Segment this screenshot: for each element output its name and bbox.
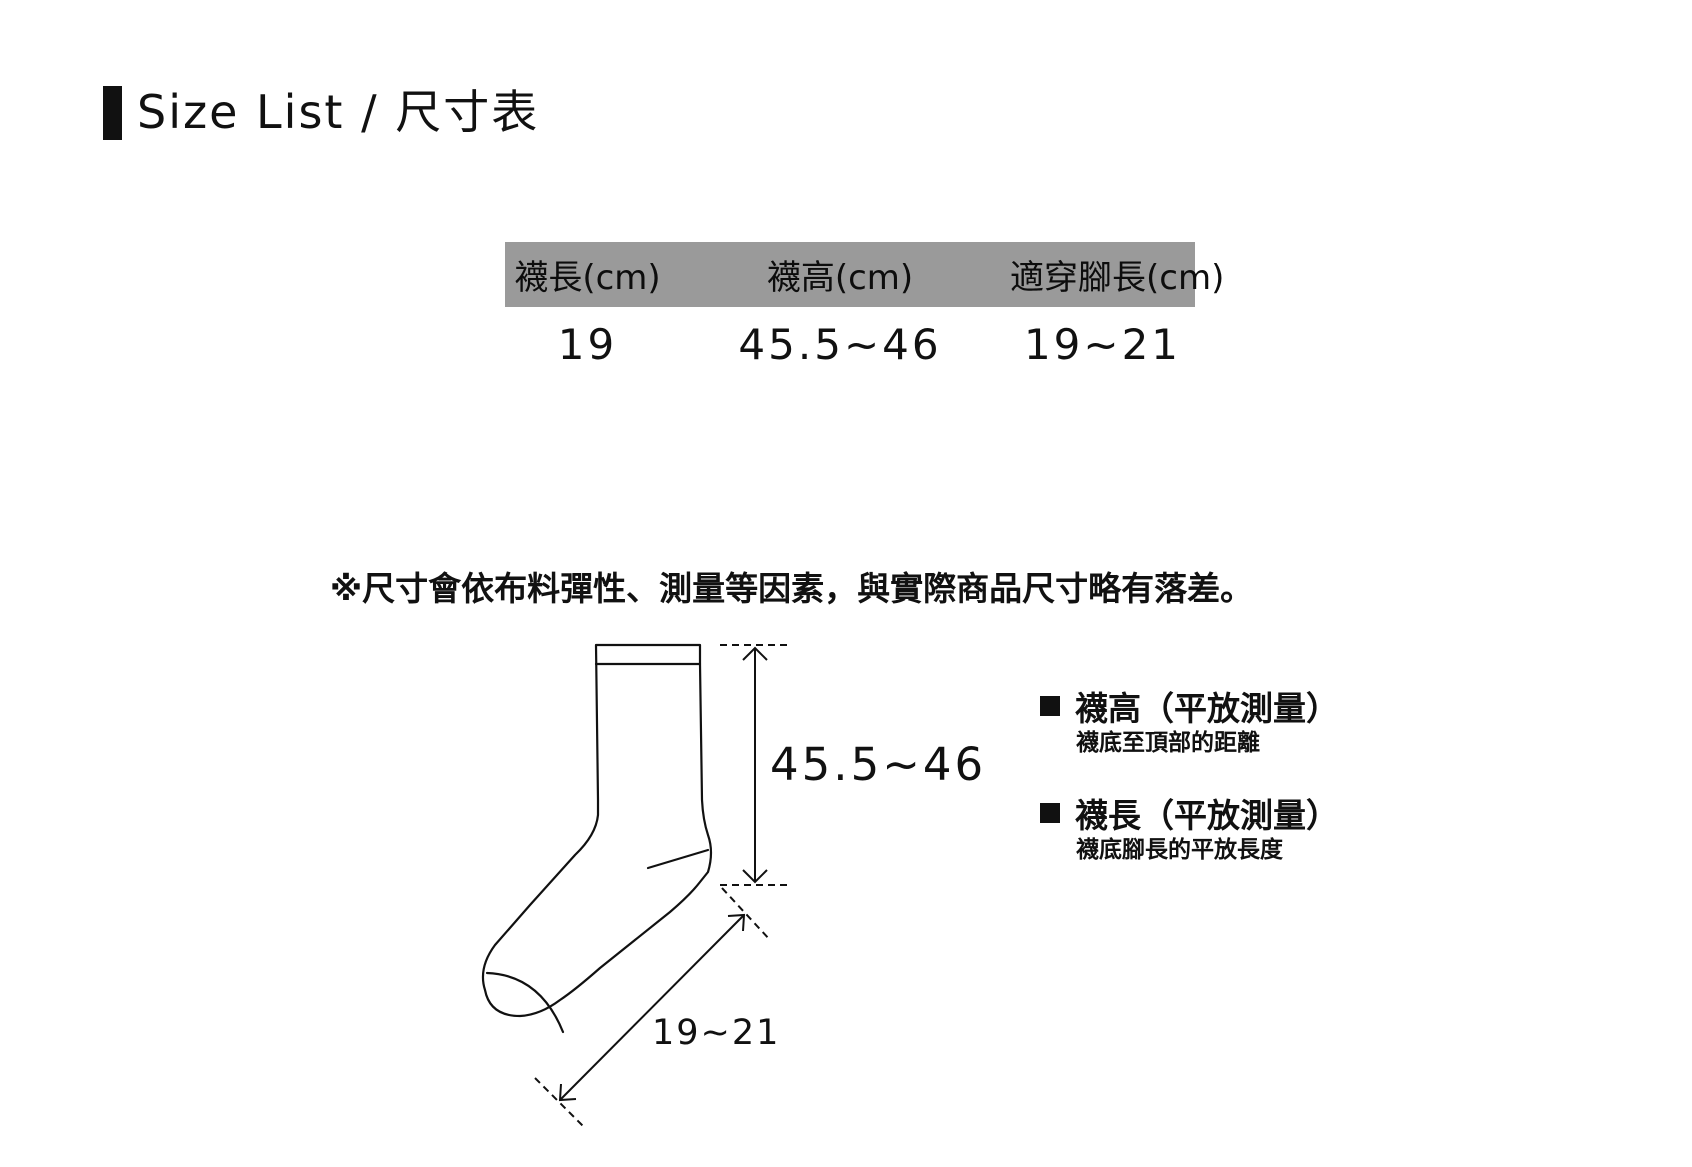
length-guide-top: [721, 887, 771, 941]
height-arrow-top: [742, 646, 768, 661]
header-sock-height: 襪高(cm): [766, 258, 914, 298]
header-foot-length: 適穿腳長(cm): [1010, 258, 1225, 298]
size-notice: ※尺寸會依布料彈性、測量等因素，與實際商品尺寸略有落差。: [330, 569, 1254, 608]
size-table: 襪長(cm) 襪高(cm) 適穿腳長(cm) 19 45.5~46 19~21: [505, 242, 1225, 382]
page-title: Size List / 尺寸表: [137, 85, 540, 139]
length-arrow-bottom: [558, 1083, 577, 1102]
length-dimension-label: 19~21: [652, 1013, 781, 1053]
title-bar-accent: [103, 86, 122, 140]
size-table-header: 襪長(cm) 襪高(cm) 適穿腳長(cm): [505, 242, 1225, 307]
legend-title: 襪長（平放測量）: [1075, 796, 1339, 835]
cell-foot-length: 19~21: [1023, 320, 1182, 369]
table-row: 19 45.5~46 19~21: [505, 307, 1195, 382]
length-dimension-line: [559, 914, 745, 1101]
legend-title: 襪高（平放測量）: [1075, 689, 1339, 728]
legend-description: 襪底腳長的平放長度: [1076, 837, 1283, 863]
sock-toe: [485, 971, 565, 1034]
cell-sock-height: 45.5~46: [738, 320, 942, 369]
legend-sock-height: 襪高（平放測量） 襪底至頂部的距離: [1040, 685, 1480, 759]
square-bullet-icon: [1040, 803, 1060, 823]
legend-sock-length: 襪長（平放測量） 襪底腳長的平放長度: [1040, 792, 1480, 866]
cell-sock-length: 19: [557, 320, 618, 369]
height-arrow-bottom: [742, 869, 768, 884]
sock-heel: [646, 848, 710, 870]
square-bullet-icon: [1040, 696, 1060, 716]
legend-description: 襪底至頂部的距離: [1076, 730, 1260, 756]
height-dimension-label: 45.5~46: [770, 738, 987, 791]
header-sock-length: 襪長(cm): [514, 258, 661, 298]
sock-outline: [481, 643, 713, 1018]
length-arrow-top: [727, 913, 746, 932]
